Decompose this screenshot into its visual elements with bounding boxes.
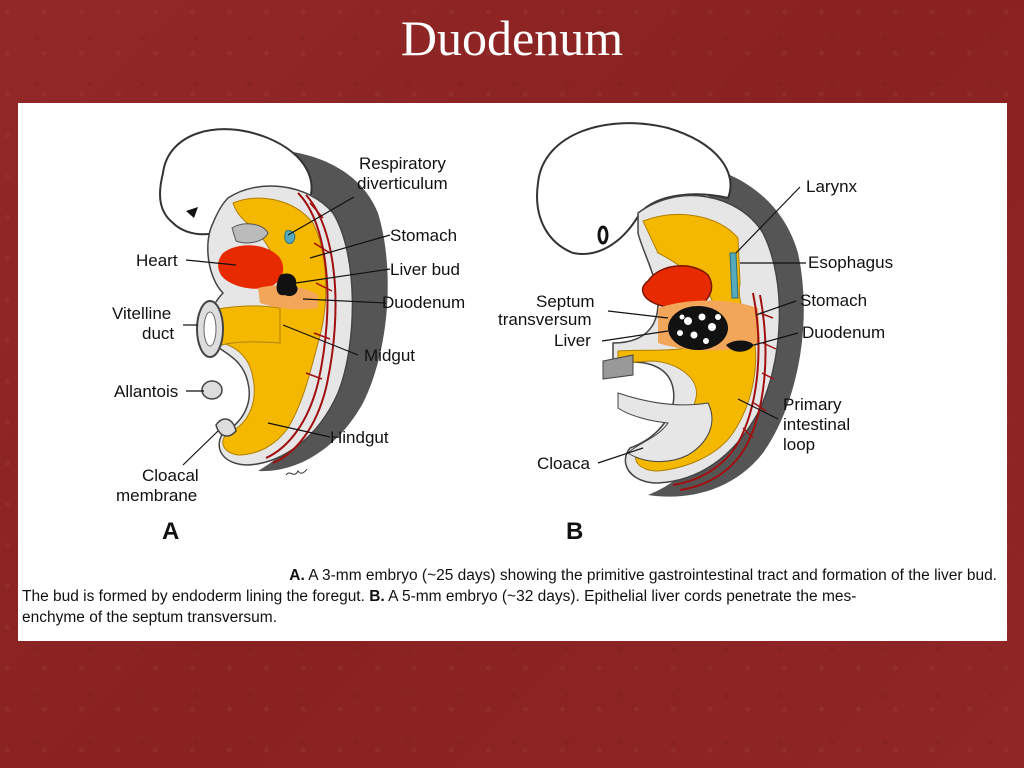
caption-a-letter: A.	[289, 567, 305, 584]
caption-b-text: A 5-mm embryo (~32 days). Epithelial liv…	[385, 588, 857, 605]
label-respiratory-1: Respiratory	[359, 154, 446, 173]
label-septum-2: transversum	[498, 310, 592, 329]
caption-line-1: A. A 3-mm embryo (~25 days) showing the …	[20, 565, 1005, 586]
label-cloacal-1: Cloacal	[142, 466, 199, 485]
caption-b-letter: B.	[369, 588, 385, 605]
label-midgut: Midgut	[364, 346, 415, 365]
caption-a-text: A 3-mm embryo (~25 days) showing the pri…	[305, 567, 997, 584]
liver-cords-b	[668, 306, 728, 350]
label-primary-2: intestinal	[783, 415, 850, 434]
label-liver: Liver	[554, 331, 591, 350]
cloaca-a	[216, 419, 236, 436]
eye-b	[599, 227, 607, 243]
label-vitelline-2: duct	[142, 324, 174, 343]
label-stomach-b: Stomach	[800, 291, 867, 310]
label-larynx: Larynx	[806, 177, 858, 196]
label-cloaca: Cloaca	[537, 454, 590, 473]
caption-line2-text: The bud is formed by endoderm lining the…	[22, 588, 369, 605]
embryo-diagram: Respiratory diverticulum Stomach Heart L…	[18, 103, 1007, 641]
label-septum-1: Septum	[536, 292, 595, 311]
caption-line-3: enchyme of the septum transversum.	[20, 607, 1005, 628]
panel-letter-a: A	[162, 518, 179, 545]
label-vitelline-1: Vitelline	[112, 304, 171, 323]
vitelline-stalk-b	[603, 355, 633, 379]
label-primary-1: Primary	[783, 395, 842, 414]
label-liver-bud: Liver bud	[390, 260, 460, 279]
figure-caption: A. A 3-mm embryo (~25 days) showing the …	[20, 565, 1005, 628]
panel-letter-b: B	[566, 518, 583, 545]
label-duodenum-b: Duodenum	[802, 323, 885, 342]
label-esophagus: Esophagus	[808, 253, 893, 272]
label-respiratory-2: diverticulum	[357, 174, 448, 193]
slide-title: Duodenum	[0, 6, 1024, 70]
label-heart: Heart	[136, 251, 178, 270]
vitelline-lumen-a	[204, 312, 216, 346]
label-primary-3: loop	[783, 435, 815, 454]
allantois-a	[202, 381, 222, 399]
artist-signature	[286, 469, 307, 475]
label-stomach-a: Stomach	[390, 226, 457, 245]
panel-a-drawing	[160, 129, 388, 475]
embryo-figure: Respiratory diverticulum Stomach Heart L…	[18, 103, 1007, 641]
larynx-bud-b	[730, 253, 738, 298]
label-allantois: Allantois	[114, 382, 178, 401]
label-cloacal-2: membrane	[116, 486, 197, 505]
label-duodenum-a: Duodenum	[382, 293, 465, 312]
label-hindgut: Hindgut	[330, 428, 389, 447]
caption-line-2: The bud is formed by endoderm lining the…	[20, 586, 1005, 607]
